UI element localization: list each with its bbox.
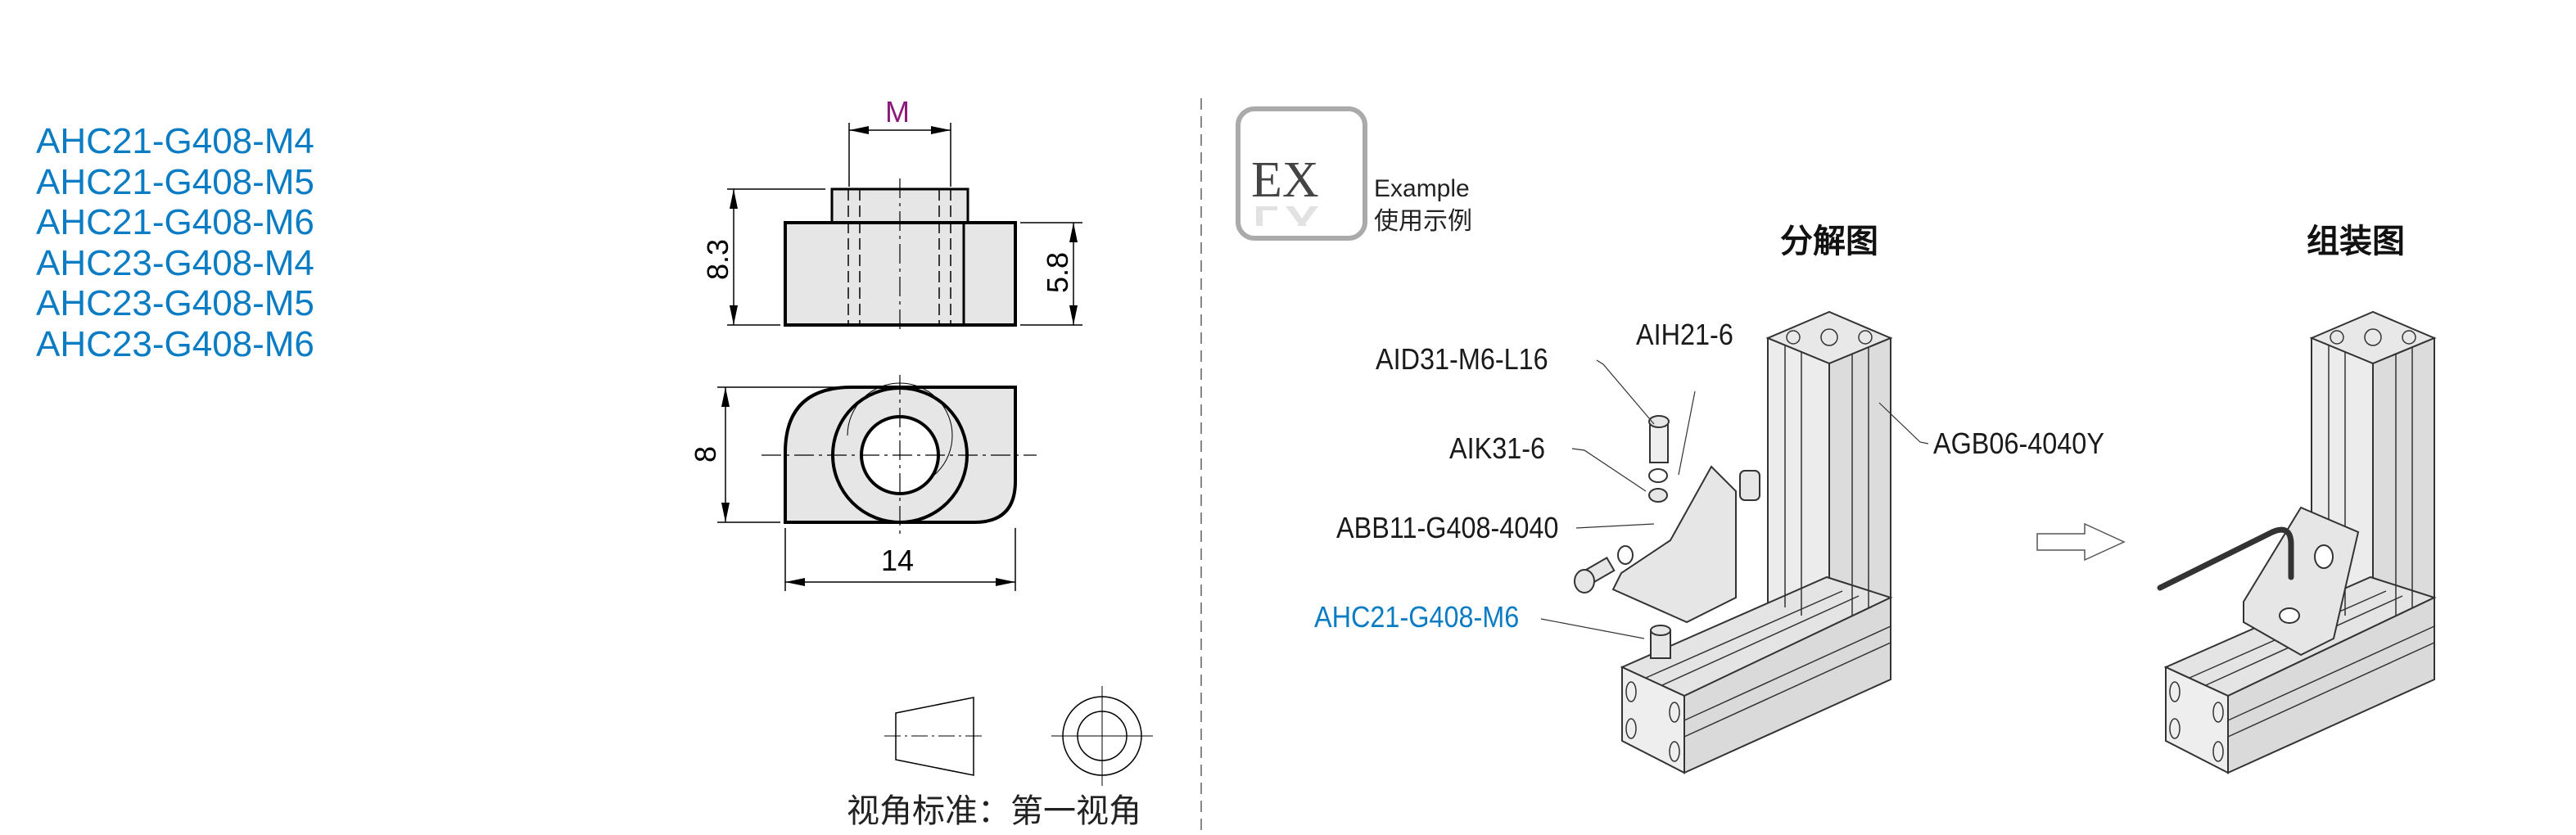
width-dimension: 8 <box>689 445 723 463</box>
example-label-cn: 使用示例 <box>1374 208 1472 235</box>
bracket-parts-illustration <box>1574 415 1760 659</box>
exploded-view-title: 分解图 <box>1780 223 1878 260</box>
example-label-en: Example <box>1374 175 1470 202</box>
side-view <box>727 123 1082 332</box>
arrow-right-icon <box>2036 522 2126 562</box>
aluminum-profile-illustration <box>1620 310 1893 774</box>
callout-aih: AIH21-6 <box>1636 318 1733 351</box>
callout-leaders <box>1540 359 1929 639</box>
body-height-dimension: 5.8 <box>1041 251 1075 294</box>
part-number[interactable]: AHC23-G408-M5 <box>36 283 314 323</box>
callout-abb: ABB11-G408-4040 <box>1336 511 1559 544</box>
example-badge-icon: EX <box>1236 106 1367 241</box>
badge-reflection-decoration <box>1256 206 1318 226</box>
total-height-dimension: 8.3 <box>701 238 735 281</box>
part-number[interactable]: AHC23-G408-M4 <box>36 242 314 283</box>
example-badge-text: EX <box>1251 152 1319 208</box>
hex-key-icon <box>2157 526 2294 591</box>
callout-aik: AIK31-6 <box>1449 431 1546 465</box>
callout-agb: AGB06-4040Y <box>1933 427 2104 460</box>
part-number[interactable]: AHC21-G408-M5 <box>36 161 314 202</box>
part-number[interactable]: AHC21-G408-M6 <box>36 202 314 242</box>
projection-symbol <box>884 686 1153 786</box>
part-number[interactable]: AHC21-G408-M4 <box>36 121 314 161</box>
thread-dimension-label: M <box>885 95 910 129</box>
part-number[interactable]: AHC23-G408-M6 <box>36 323 314 364</box>
top-view <box>717 375 1037 591</box>
callout-aid: AID31-M6-L16 <box>1376 342 1548 376</box>
assembled-bracket-illustration <box>2157 506 2360 657</box>
length-dimension: 14 <box>881 544 915 577</box>
projection-label: 视角标准：第一视角 <box>847 793 1141 829</box>
assembled-view-title: 组装图 <box>2307 223 2405 260</box>
callout-ahc[interactable]: AHC21-G408-M6 <box>1314 600 1520 634</box>
part-number-list: AHC21-G408-M4 AHC21-G408-M5 AHC21-G408-M… <box>36 121 314 364</box>
